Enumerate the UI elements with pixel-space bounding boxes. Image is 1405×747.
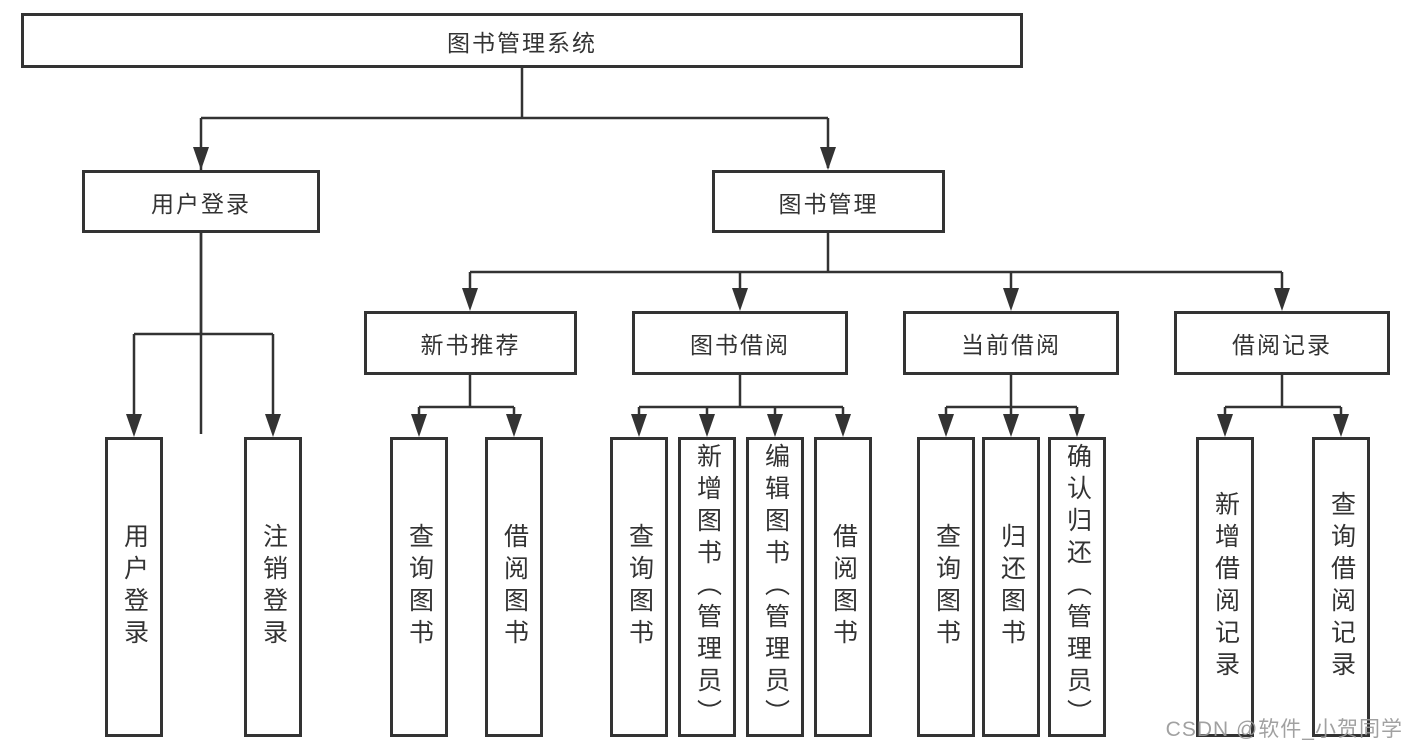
node-label: 新增图书（管理员） (693, 443, 722, 731)
node-user-login-action: 用户登录 (105, 437, 163, 737)
node-label: 用户登录 (151, 190, 251, 217)
node-return-books: 归还图书 (982, 437, 1040, 737)
node-add-borrow-record: 新增借阅记录 (1196, 437, 1254, 737)
node-borrow-books-recommend: 借阅图书 (485, 437, 543, 737)
node-label: 查询借阅记录 (1327, 491, 1356, 683)
node-book-borrowing: 图书借阅 (632, 311, 848, 375)
node-label: 图书借阅 (690, 332, 790, 358)
node-label: 确认归还（管理员） (1063, 443, 1092, 731)
node-label: 图书管理系统 (447, 29, 597, 56)
node-label: 新书推荐 (420, 332, 521, 358)
node-root: 图书管理系统 (21, 13, 1023, 68)
csdn-watermark: CSDN @软件_小贺同学 (1165, 718, 1403, 741)
node-label: 编辑图书（管理员） (761, 443, 790, 731)
node-label: 查询图书 (625, 523, 654, 651)
node-current-borrowing: 当前借阅 (903, 311, 1119, 375)
node-label: 查询图书 (405, 523, 434, 651)
node-label: 当前借阅 (961, 332, 1061, 358)
node-label: 归还图书 (997, 523, 1026, 651)
node-label: 查询图书 (932, 523, 961, 651)
node-label: 借阅图书 (500, 523, 529, 651)
node-label: 新增借阅记录 (1211, 491, 1240, 683)
node-logout-action: 注销登录 (244, 437, 302, 737)
node-query-borrow-record: 查询借阅记录 (1312, 437, 1370, 737)
node-borrow-books-borrowing: 借阅图书 (814, 437, 872, 737)
node-edit-books-admin: 编辑图书（管理员） (746, 437, 804, 737)
node-label: 借阅记录 (1232, 332, 1332, 358)
node-add-books-admin: 新增图书（管理员） (678, 437, 736, 737)
node-book-management: 图书管理 (712, 170, 945, 233)
node-new-book-recommendation: 新书推荐 (364, 311, 577, 375)
node-confirm-return-admin: 确认归还（管理员） (1048, 437, 1106, 737)
node-query-books-borrowing: 查询图书 (610, 437, 668, 737)
node-user-login: 用户登录 (82, 170, 320, 233)
node-label: 注销登录 (259, 523, 288, 651)
node-label: 借阅图书 (829, 523, 858, 651)
node-query-books-recommend: 查询图书 (390, 437, 448, 737)
node-label: 用户登录 (120, 523, 149, 651)
node-query-books-current: 查询图书 (917, 437, 975, 737)
node-borrowing-records: 借阅记录 (1174, 311, 1390, 375)
node-label: 图书管理 (778, 190, 879, 217)
